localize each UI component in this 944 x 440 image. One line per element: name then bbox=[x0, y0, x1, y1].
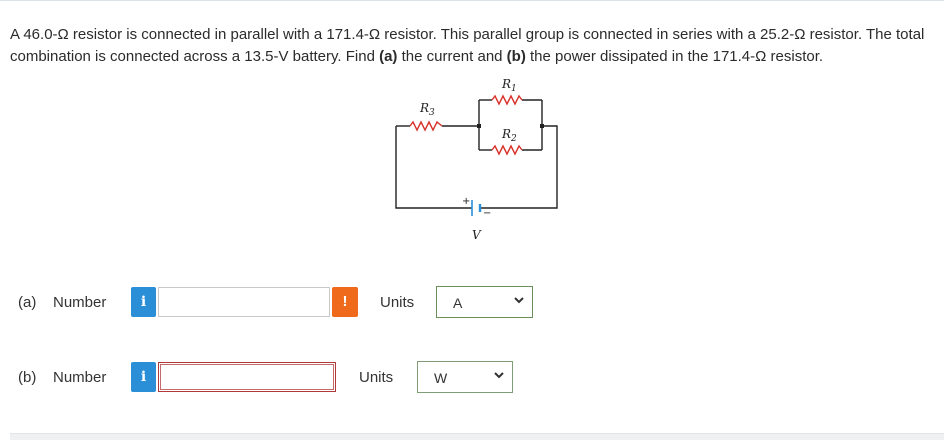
resistor-r1 bbox=[491, 94, 523, 106]
chevron-down-icon bbox=[494, 372, 504, 379]
label-r2: R2 bbox=[501, 127, 517, 144]
label-minus: − bbox=[483, 208, 491, 219]
part-b-units-value: W bbox=[434, 370, 448, 386]
node-left bbox=[477, 124, 481, 128]
node-right bbox=[540, 124, 544, 128]
part-a-units-label: Units bbox=[380, 294, 415, 311]
problem-text-1: A 46.0-Ω resistor is connected in parall… bbox=[10, 26, 925, 65]
circuit-diagram: R1 R3 R2 + − V bbox=[395, 77, 558, 242]
part-a-warning-icon[interactable]: ! bbox=[332, 287, 358, 317]
battery-gap bbox=[472, 200, 480, 216]
part-b-units-label: Units bbox=[359, 369, 394, 386]
label-plus: + bbox=[462, 196, 470, 207]
part-b-label: (b) bbox=[18, 369, 37, 386]
part-a-units-value: A bbox=[453, 295, 463, 311]
part-b-info-icon[interactable]: i bbox=[131, 362, 156, 392]
part-a-marker: (a) bbox=[379, 48, 398, 65]
wire-left bbox=[395, 126, 472, 209]
wire-right bbox=[480, 125, 558, 209]
part-a-number-input[interactable] bbox=[158, 287, 330, 317]
part-b-number-label: Number bbox=[53, 369, 107, 386]
problem-statement: A 46.0-Ω resistor is connected in parall… bbox=[10, 24, 935, 68]
part-b-marker: (b) bbox=[506, 48, 526, 65]
label-v: V bbox=[472, 228, 482, 242]
bottom-divider bbox=[10, 433, 944, 440]
top-divider bbox=[0, 0, 944, 1]
part-a-label: (a) bbox=[18, 294, 37, 311]
chevron-down-icon bbox=[514, 297, 524, 304]
part-a-number-label: Number bbox=[53, 294, 107, 311]
problem-text-2: the current and bbox=[397, 48, 507, 65]
label-r3: R3 bbox=[419, 101, 435, 118]
problem-text-3: the power dissipated in the 171.4-Ω resi… bbox=[525, 48, 824, 65]
label-r1: R1 bbox=[501, 77, 517, 94]
resistor-r3 bbox=[409, 120, 443, 132]
resistor-r2 bbox=[491, 144, 523, 156]
part-a-info-icon[interactable]: i bbox=[131, 287, 156, 317]
part-b-number-input[interactable] bbox=[158, 362, 336, 392]
part-b-units-select[interactable]: W bbox=[417, 361, 513, 393]
part-a-units-select[interactable]: A bbox=[436, 286, 533, 318]
